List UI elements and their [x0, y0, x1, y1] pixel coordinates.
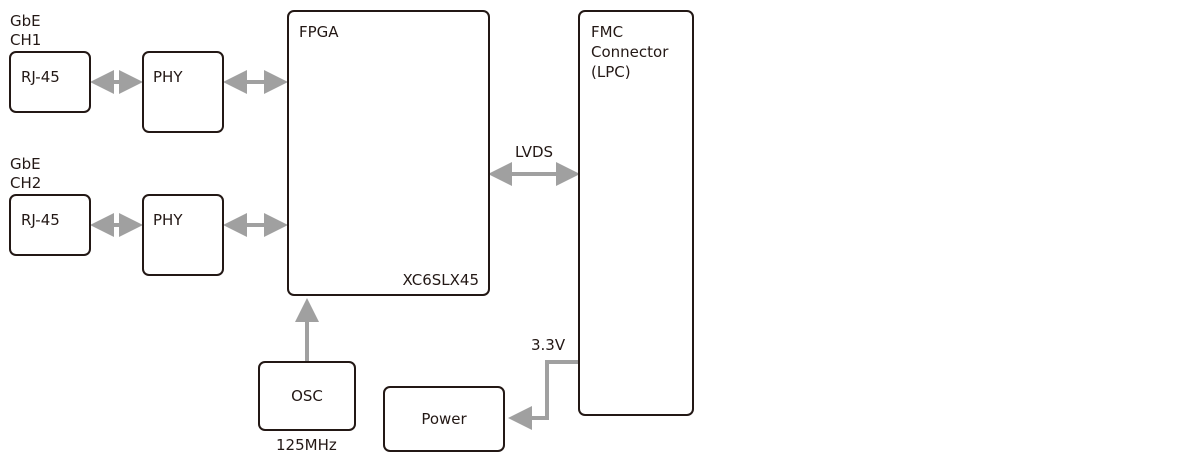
ch2-label-line1: GbE [10, 155, 41, 173]
ch1-label-line1: GbE [10, 12, 41, 30]
fpga-title: FPGA [299, 23, 339, 41]
osc-block: OSC [258, 361, 356, 431]
osc-frequency-label: 125MHz [276, 436, 337, 454]
rj45-ch2-label: RJ-45 [21, 211, 60, 229]
phy-ch2-block: PHY [142, 194, 224, 276]
voltage-label: 3.3V [531, 336, 566, 354]
phy-ch1-block: PHY [142, 51, 224, 133]
ch1-label-line2: CH1 [10, 31, 42, 49]
rj45-ch1-block: RJ-45 [9, 51, 91, 113]
osc-label: OSC [291, 387, 323, 405]
fmc-label-line3: (LPC) [591, 63, 631, 81]
fmc-label-line1: FMC [591, 23, 624, 41]
ch2-label-line2: CH2 [10, 174, 42, 192]
rj45-ch1-label: RJ-45 [21, 68, 60, 86]
power-block: Power [383, 386, 505, 452]
fmc-connector-block: FMC Connector (LPC) [578, 10, 694, 416]
phy-ch1-label: PHY [153, 68, 183, 86]
rj45-ch2-block: RJ-45 [9, 194, 91, 256]
power-label: Power [421, 410, 467, 428]
lvds-label: LVDS [515, 143, 554, 161]
phy-ch2-label: PHY [153, 211, 183, 229]
fmc-label-line2: Connector [591, 43, 669, 61]
fpga-block: FPGA XC6SLX45 [287, 10, 490, 296]
fpga-part-number: XC6SLX45 [402, 271, 479, 289]
arrow-fmc-power [508, 360, 578, 430]
